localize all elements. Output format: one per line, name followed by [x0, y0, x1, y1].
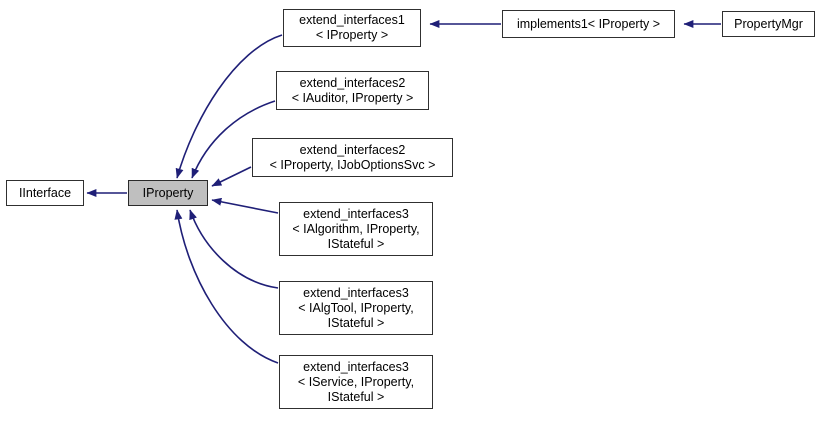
node-label-line: extend_interfaces3: [303, 206, 409, 221]
node-extend-interfaces2-iproperty-ijoboptionssvc[interactable]: extend_interfaces2 < IProperty, IJobOpti…: [252, 138, 453, 177]
node-label-line: IStateful >: [327, 389, 385, 404]
node-label-line: < IAlgTool, IProperty,: [298, 300, 414, 315]
node-extend-interfaces2-iauditor-iproperty[interactable]: extend_interfaces2 < IAuditor, IProperty…: [276, 71, 429, 110]
node-label-line: < IAuditor, IProperty >: [291, 90, 414, 105]
node-label-line: PropertyMgr: [734, 16, 803, 31]
node-extend-interfaces3-iservice-iproperty-istateful[interactable]: extend_interfaces3 < IService, IProperty…: [279, 355, 433, 409]
node-label-line: < IProperty >: [315, 28, 389, 42]
node-label-line: < IProperty, IJobOptionsSvc >: [269, 157, 436, 172]
node-label-line: IStateful >: [327, 315, 385, 330]
node-label-line: extend_interfaces2: [299, 142, 406, 157]
node-propertymgr[interactable]: PropertyMgr: [722, 11, 815, 37]
node-iproperty[interactable]: IProperty: [128, 180, 208, 206]
edge-extendinterfaces3-ialgorithm-to-iproperty: [211, 197, 279, 214]
node-implements1-iproperty[interactable]: implements1< IProperty >: [502, 10, 675, 38]
node-label-line: implements1< IProperty >: [516, 16, 661, 31]
node-label-line: extend_interfaces1: [299, 13, 405, 27]
node-extend-interfaces3-ialgorithm-iproperty-istateful[interactable]: extend_interfaces3 < IAlgorithm, IProper…: [279, 202, 433, 256]
node-label-line: IProperty: [142, 185, 194, 200]
node-label-line: extend_interfaces2: [299, 75, 406, 90]
edge-extendinterfaces2-ijoboptionssvc-to-iproperty: [211, 166, 252, 187]
edge-extendinterfaces3-ialgtool-to-iproperty: [189, 209, 279, 289]
node-label-line: IStateful >: [327, 236, 385, 251]
node-label-line: < IService, IProperty,: [297, 374, 415, 389]
node-label-line: < IAlgorithm, IProperty,: [292, 221, 420, 236]
node-label-line: extend_interfaces3: [303, 359, 409, 374]
node-label-line: extend_interfaces3: [303, 285, 409, 300]
node-iinterface[interactable]: IInterface: [6, 180, 84, 206]
node-label-line: IInterface: [18, 185, 72, 200]
edge-extendinterfaces3-iservice-to-iproperty: [174, 209, 279, 364]
node-extend-interfaces1-iproperty[interactable]: extend_interfaces1 < IProperty >: [283, 9, 421, 47]
node-extend-interfaces3-ialgtool-iproperty-istateful[interactable]: extend_interfaces3 < IAlgTool, IProperty…: [279, 281, 433, 335]
